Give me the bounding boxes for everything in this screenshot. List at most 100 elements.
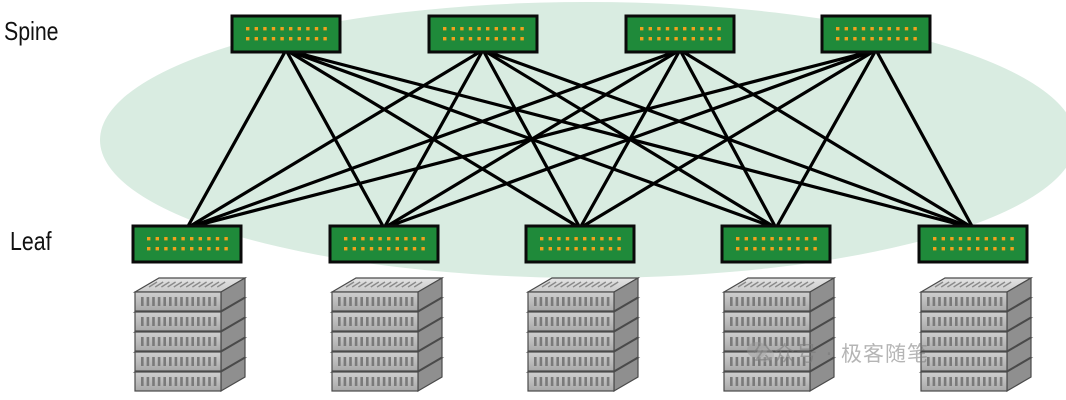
port-icon bbox=[190, 247, 194, 251]
port-icon bbox=[1010, 237, 1014, 241]
leaf-4 bbox=[720, 224, 832, 264]
port-icon bbox=[608, 237, 613, 241]
leaf-2 bbox=[328, 224, 440, 264]
port-icon bbox=[870, 37, 874, 41]
port-icon bbox=[451, 37, 455, 41]
port-icon bbox=[412, 247, 417, 251]
port-icon bbox=[395, 237, 399, 241]
port-icon bbox=[574, 237, 578, 241]
port-icon bbox=[198, 247, 202, 251]
leaf-1 bbox=[131, 224, 243, 264]
port-icon bbox=[1001, 237, 1006, 241]
port-icon bbox=[557, 247, 561, 251]
server-racks bbox=[132, 276, 1034, 393]
spine-4-body bbox=[820, 14, 932, 54]
port-icon bbox=[708, 27, 713, 31]
port-icon bbox=[648, 27, 652, 31]
server-icon bbox=[525, 276, 641, 313]
port-icon bbox=[155, 247, 159, 251]
port-icon bbox=[779, 247, 783, 251]
port-icon bbox=[314, 27, 319, 31]
port-icon bbox=[164, 237, 168, 241]
port-icon bbox=[263, 27, 267, 31]
port-icon bbox=[600, 247, 604, 251]
port-icon bbox=[181, 247, 185, 251]
port-icon bbox=[950, 237, 954, 241]
port-icon bbox=[421, 237, 425, 241]
port-icon bbox=[933, 247, 937, 251]
port-icon bbox=[761, 247, 766, 251]
leaf-label: Leaf bbox=[10, 226, 52, 256]
port-icon bbox=[215, 247, 220, 251]
port-icon bbox=[958, 237, 963, 241]
link-spine-3-leaf-1 bbox=[185, 48, 682, 230]
port-icon bbox=[361, 247, 365, 251]
port-icon bbox=[984, 237, 988, 241]
port-icon bbox=[468, 27, 473, 31]
spine-3 bbox=[624, 14, 736, 54]
port-icon bbox=[352, 237, 356, 241]
spine-1-body bbox=[230, 14, 342, 54]
port-icon bbox=[443, 37, 447, 41]
port-icon bbox=[224, 237, 228, 241]
spine-4 bbox=[820, 14, 932, 54]
port-icon bbox=[548, 237, 552, 241]
port-icon bbox=[147, 237, 151, 241]
server-rack-3 bbox=[525, 276, 641, 393]
port-icon bbox=[297, 37, 301, 41]
port-icon bbox=[344, 237, 348, 241]
port-icon bbox=[913, 37, 917, 41]
port-icon bbox=[700, 27, 704, 31]
port-icon bbox=[879, 37, 883, 41]
port-icon bbox=[1001, 247, 1006, 251]
link-spine-4-leaf-1 bbox=[185, 48, 878, 230]
port-icon bbox=[289, 27, 293, 31]
port-icon bbox=[271, 37, 276, 41]
port-icon bbox=[511, 27, 516, 31]
port-icon bbox=[565, 237, 570, 241]
link-spine-4-leaf-4 bbox=[774, 48, 878, 230]
port-icon bbox=[813, 237, 817, 241]
port-icon bbox=[796, 237, 800, 241]
port-icon bbox=[736, 247, 740, 251]
port-icon bbox=[486, 27, 490, 31]
port-icon bbox=[387, 237, 391, 241]
port-icon bbox=[314, 37, 319, 41]
port-icon bbox=[861, 37, 866, 41]
port-icon bbox=[744, 247, 748, 251]
port-icon bbox=[557, 237, 561, 241]
port-icon bbox=[583, 247, 587, 251]
port-icon bbox=[468, 37, 473, 41]
port-icon bbox=[896, 27, 900, 31]
port-icon bbox=[933, 237, 937, 241]
port-icon bbox=[913, 27, 917, 31]
port-icon bbox=[477, 27, 481, 31]
port-icon bbox=[421, 247, 425, 251]
port-icon bbox=[904, 37, 909, 41]
port-icon bbox=[520, 37, 524, 41]
port-icon bbox=[761, 237, 766, 241]
port-icon bbox=[600, 237, 604, 241]
port-icon bbox=[280, 27, 284, 31]
port-icon bbox=[950, 247, 954, 251]
port-icon bbox=[147, 247, 151, 251]
spine-2 bbox=[427, 14, 539, 54]
port-icon bbox=[369, 247, 374, 251]
port-icon bbox=[323, 27, 327, 31]
port-icon bbox=[591, 247, 595, 251]
wechat-icon bbox=[747, 342, 774, 362]
port-icon bbox=[657, 37, 661, 41]
port-icon bbox=[844, 37, 848, 41]
port-icon bbox=[648, 37, 652, 41]
port-icon bbox=[155, 237, 159, 241]
port-icon bbox=[494, 37, 498, 41]
server-rack-5 bbox=[918, 276, 1034, 393]
leaf-5 bbox=[917, 224, 1029, 264]
port-icon bbox=[744, 237, 748, 241]
port-icon bbox=[215, 237, 220, 241]
port-icon bbox=[198, 237, 202, 241]
port-icon bbox=[503, 37, 507, 41]
port-icon bbox=[657, 27, 661, 31]
port-icon bbox=[352, 247, 356, 251]
